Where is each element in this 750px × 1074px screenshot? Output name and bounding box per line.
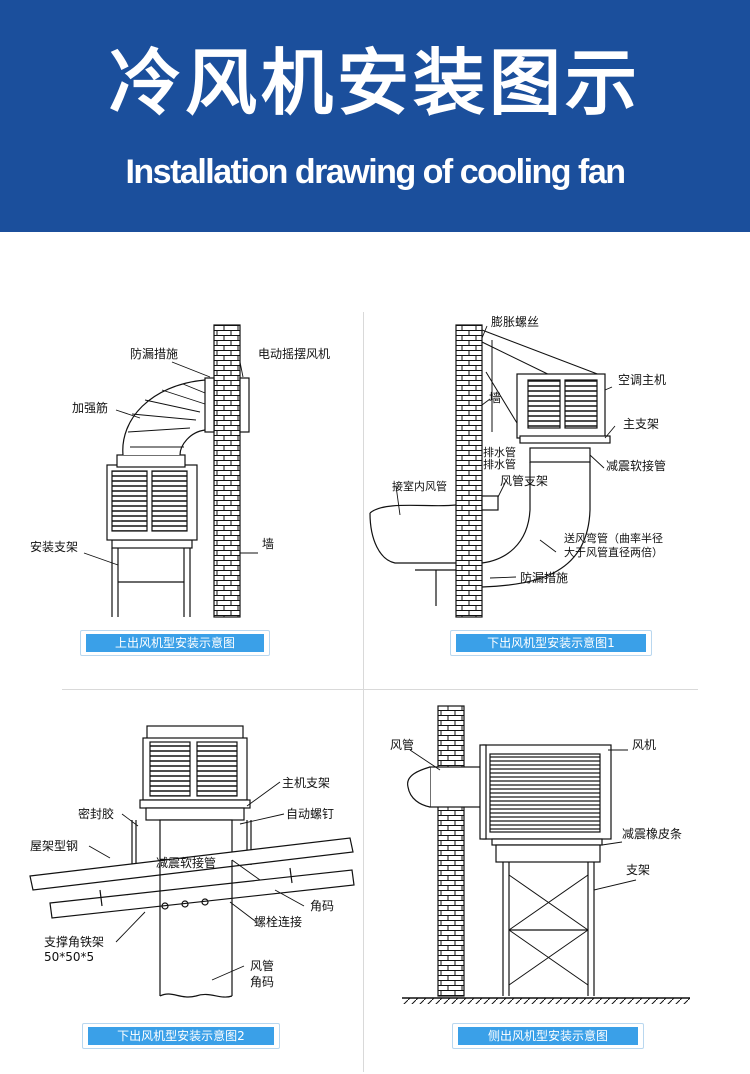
caption-bottom-outlet-2-text: 下出风机型安装示意图2 bbox=[88, 1027, 274, 1045]
label-self-screw: 自动螺钉 bbox=[286, 807, 334, 821]
cooler-unit bbox=[106, 454, 198, 541]
label-drain-2: 排水管 bbox=[483, 457, 516, 471]
label-ac-unit: 空调主机 bbox=[618, 373, 666, 387]
caption-top-outlet: 上出风机型安装示意图 bbox=[80, 630, 270, 656]
brick-wall bbox=[213, 324, 241, 618]
label-angle-2: 角码 bbox=[250, 975, 274, 989]
panel-side-outlet bbox=[402, 705, 690, 1004]
panel-side-outlet-labels: 风管 风机 减震橡皮条 支架 bbox=[390, 737, 682, 877]
label-duct: 风管 bbox=[250, 958, 274, 973]
cooler-unit bbox=[139, 725, 251, 821]
horizontal-divider bbox=[62, 689, 698, 690]
page-subtitle: Installation drawing of cooling fan bbox=[125, 153, 626, 191]
label-damping-joint-2: 减震软接管 bbox=[156, 855, 216, 870]
label-sealant: 密封胶 bbox=[78, 806, 114, 821]
panel-top-outlet bbox=[83, 324, 258, 618]
caption-bottom-outlet-1-text: 下出风机型安装示意图1 bbox=[456, 634, 646, 652]
panel-bottom-outlet-2-labels: 主机支架 密封胶 自动螺钉 屋架型钢 减震软接管 角码 螺栓连接 支撑角铁架 5… bbox=[30, 776, 334, 989]
label-indoor-duct: 接室内风管 bbox=[392, 479, 447, 493]
caption-side-outlet-text: 侧出风机型安装示意图 bbox=[458, 1027, 638, 1045]
caption-bottom-outlet-2: 下出风机型安装示意图2 bbox=[82, 1023, 280, 1049]
mounting-stand bbox=[502, 862, 595, 996]
vertical-divider bbox=[363, 312, 364, 1072]
page-title: 冷风机安装图示 bbox=[108, 41, 641, 125]
panel-top-outlet-labels: 防漏措施 电动摇摆风机 加强筋 安装支架 墙 bbox=[30, 346, 330, 554]
label-support-angle: 支撑角铁架 bbox=[44, 934, 104, 949]
elbow-duct bbox=[122, 377, 250, 456]
label-fan: 风机 bbox=[632, 738, 656, 752]
panel-bottom-outlet-1 bbox=[369, 324, 616, 618]
cooler-unit bbox=[479, 744, 612, 840]
label-angle-1: 角码 bbox=[310, 899, 334, 913]
label-bolt-joint: 螺栓连接 bbox=[254, 914, 302, 929]
header-banner: 冷风机安装图示 Installation drawing of cooling … bbox=[0, 0, 750, 232]
brick-wall bbox=[437, 705, 465, 997]
ac-unit bbox=[516, 373, 611, 444]
label-motor-fan: 电动摇摆风机 bbox=[258, 347, 330, 361]
caption-side-outlet: 侧出风机型安装示意图 bbox=[452, 1023, 644, 1049]
label-rubber-strip: 减震橡皮条 bbox=[622, 827, 682, 841]
label-duct-support: 风管支架 bbox=[500, 473, 548, 488]
label-bracket-4: 支架 bbox=[626, 863, 650, 877]
caption-bottom-outlet-1: 下出风机型安装示意图1 bbox=[450, 630, 652, 656]
label-main-bracket: 主支架 bbox=[623, 417, 659, 431]
panel-bottom-outlet-1-labels: 膨胀螺丝 空调主机 墙 主支架 排水管 排水管 减震软接管 接室内风管 风管支架… bbox=[392, 315, 666, 585]
installation-diagrams: 防漏措施 电动摇摆风机 加强筋 安装支架 墙 膨胀螺丝 空调主机 bbox=[29, 315, 690, 1004]
label-elbow-line-2: 大于风管直径两倍） bbox=[564, 545, 663, 559]
label-reinforce: 加强筋 bbox=[72, 400, 108, 415]
label-spec: 50*50*5 bbox=[44, 950, 94, 964]
brick-wall bbox=[455, 324, 483, 618]
label-roof-steel: 屋架型钢 bbox=[30, 839, 78, 853]
label-main-bracket-2: 主机支架 bbox=[282, 776, 330, 790]
label-leak-proof: 防漏措施 bbox=[130, 346, 178, 361]
label-elbow-line-1: 送风弯管（曲率半径 bbox=[564, 531, 663, 545]
label-expansion-bolt: 膨胀螺丝 bbox=[491, 315, 539, 329]
label-bracket: 安装支架 bbox=[30, 539, 78, 554]
label-damping-joint: 减震软接管 bbox=[606, 458, 666, 473]
label-duct-4: 风管 bbox=[390, 737, 414, 752]
label-drain-1: 排水管 bbox=[483, 445, 516, 459]
panel-bottom-outlet-2 bbox=[29, 725, 355, 998]
label-leak-proof-2: 防漏措施 bbox=[520, 570, 568, 585]
label-wall: 墙 bbox=[262, 537, 274, 551]
caption-top-outlet-text: 上出风机型安装示意图 bbox=[86, 634, 264, 652]
label-wall-2: 墙 bbox=[489, 391, 501, 405]
mounting-stand bbox=[111, 539, 193, 617]
